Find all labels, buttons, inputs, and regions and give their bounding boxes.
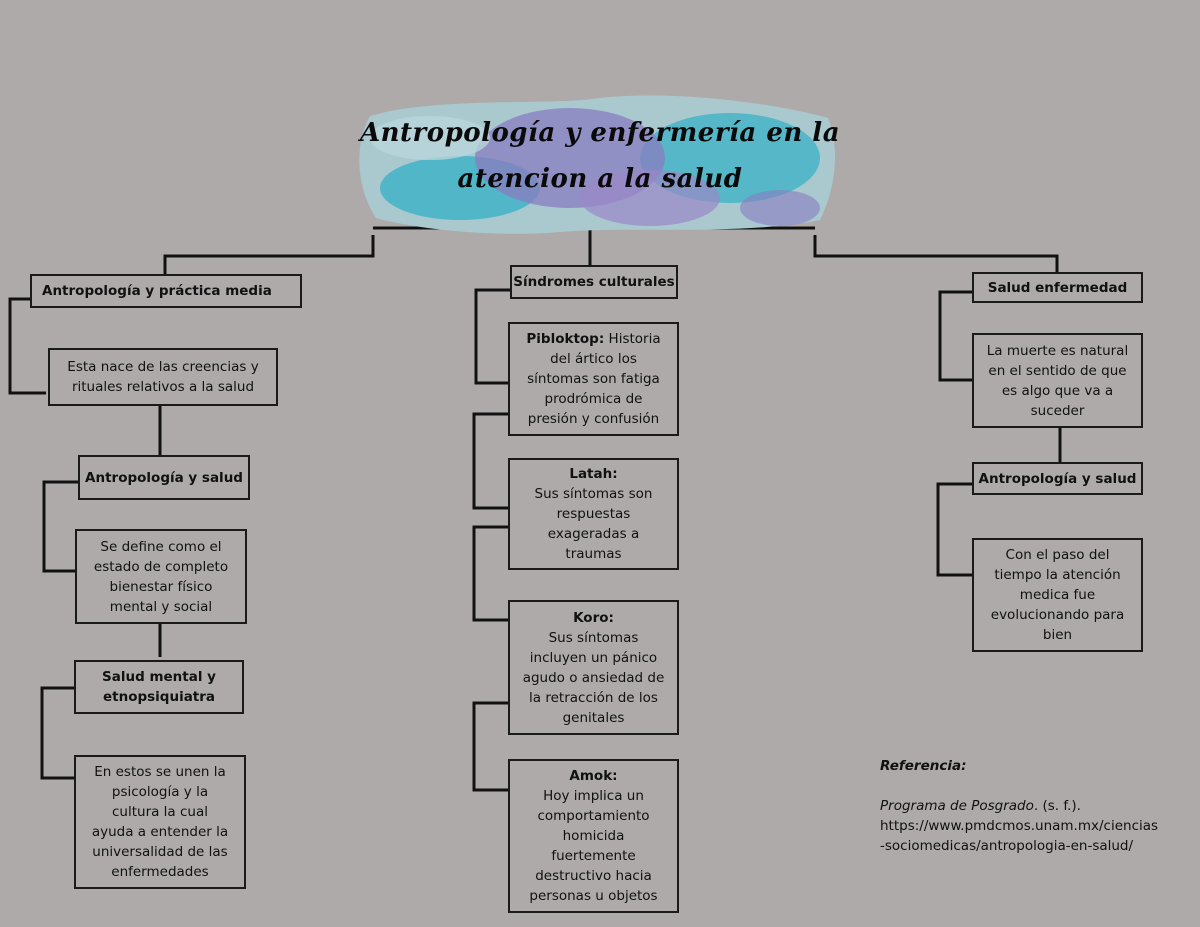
connector-center-1 bbox=[474, 288, 510, 385]
left-sub2-label: Salud mental y etnopsiquiatra bbox=[102, 669, 216, 705]
syndrome-card-1: Latah: Sus síntomas son respuestas exage… bbox=[508, 458, 679, 570]
syndrome-name-2: Koro: bbox=[573, 609, 614, 626]
connector-center-3 bbox=[472, 525, 510, 622]
syndrome-text-0: Pibloktop: Historia del ártico los sínto… bbox=[510, 329, 677, 429]
left-desc: Esta nace de las creencias y rituales re… bbox=[48, 348, 278, 406]
reference-date: . (s. f.). bbox=[1033, 798, 1081, 814]
connector-title-right bbox=[813, 235, 1059, 272]
connector-left-1 bbox=[8, 297, 46, 395]
connector-title-left bbox=[163, 235, 375, 274]
right-desc-text: La muerte es natural en el sentido de qu… bbox=[986, 342, 1129, 419]
syndrome-desc-3: Hoy implica un comportamiento homicida f… bbox=[529, 788, 658, 904]
center-header: Síndromes culturales bbox=[510, 265, 678, 299]
right-header-label: Salud enfermedad bbox=[987, 279, 1128, 296]
syndrome-desc-0: Historia del ártico los síntomas son fat… bbox=[527, 331, 661, 427]
connector-center-2 bbox=[472, 412, 510, 510]
reference-source: Programa de Posgrado bbox=[880, 798, 1034, 814]
syndrome-name-1: Latah: bbox=[569, 466, 618, 482]
right-sub-desc-text: Con el paso del tiempo la atención medic… bbox=[990, 547, 1125, 643]
right-sub-header: Antropología y salud bbox=[972, 462, 1143, 495]
connector-left-5 bbox=[40, 686, 74, 780]
left-sub2-desc: En estos se unen la psicología y la cult… bbox=[74, 755, 246, 889]
title-line-2: atencion a la salud bbox=[457, 164, 743, 194]
reference-url-1: https://www.pmdcmos.unam.mx/ciencias bbox=[880, 818, 1159, 834]
syndrome-card-3: Amok: Hoy implica un comportamiento homi… bbox=[508, 759, 679, 913]
left-sub2-desc-text: En estos se unen la psicología y la cult… bbox=[91, 764, 229, 880]
syndrome-desc-2: Sus síntomas incluyen un pánico agudo o … bbox=[522, 629, 665, 726]
right-sub-label: Antropología y salud bbox=[978, 470, 1137, 487]
left-header: Antropología y práctica media bbox=[30, 274, 302, 308]
syndrome-card-0: Pibloktop: Historia del ártico los sínto… bbox=[508, 322, 679, 436]
left-sub1-desc: Se define como el estado de completo bie… bbox=[75, 529, 247, 624]
right-sub-desc: Con el paso del tiempo la atención medic… bbox=[972, 538, 1143, 652]
left-sub1-desc-text: Se define como el estado de completo bie… bbox=[93, 538, 229, 615]
left-header-label: Antropología y práctica media bbox=[42, 283, 272, 299]
reference-block: Referencia: Programa de Posgrado. (s. f.… bbox=[880, 756, 1190, 856]
reference-label: Referencia: bbox=[880, 758, 967, 774]
connector-right-3 bbox=[936, 482, 972, 577]
reference-citation: Programa de Posgrado. (s. f.). bbox=[880, 796, 1190, 816]
left-sub2-header: Salud mental y etnopsiquiatra bbox=[74, 660, 244, 714]
connector-right-1 bbox=[938, 290, 972, 382]
title-line-1: Antropología y enfermería en la bbox=[359, 118, 841, 148]
reference-url-2: -sociomedicas/antropologia-en-salud/ bbox=[880, 838, 1134, 854]
right-desc: La muerte es natural en el sentido de qu… bbox=[972, 333, 1143, 428]
syndrome-name-0: Pibloktop: bbox=[526, 331, 605, 347]
title-banner bbox=[359, 95, 835, 234]
diagram-title: Antropología y enfermería en la atencion… bbox=[350, 110, 850, 202]
connector-center-4 bbox=[472, 701, 510, 792]
syndrome-name-3: Amok: bbox=[569, 768, 618, 784]
center-header-label: Síndromes culturales bbox=[513, 274, 675, 290]
left-sub1-label: Antropología y salud bbox=[85, 469, 243, 486]
connector-left-3 bbox=[42, 480, 78, 573]
syndrome-card-2: Koro: Sus síntomas incluyen un pánico ag… bbox=[508, 600, 679, 735]
left-desc-text: Esta nace de las creencias y rituales re… bbox=[67, 359, 259, 395]
left-sub1-header: Antropología y salud bbox=[78, 455, 250, 500]
right-header: Salud enfermedad bbox=[972, 272, 1143, 303]
syndrome-desc-1: Sus síntomas son respuestas exageradas a… bbox=[534, 486, 653, 562]
